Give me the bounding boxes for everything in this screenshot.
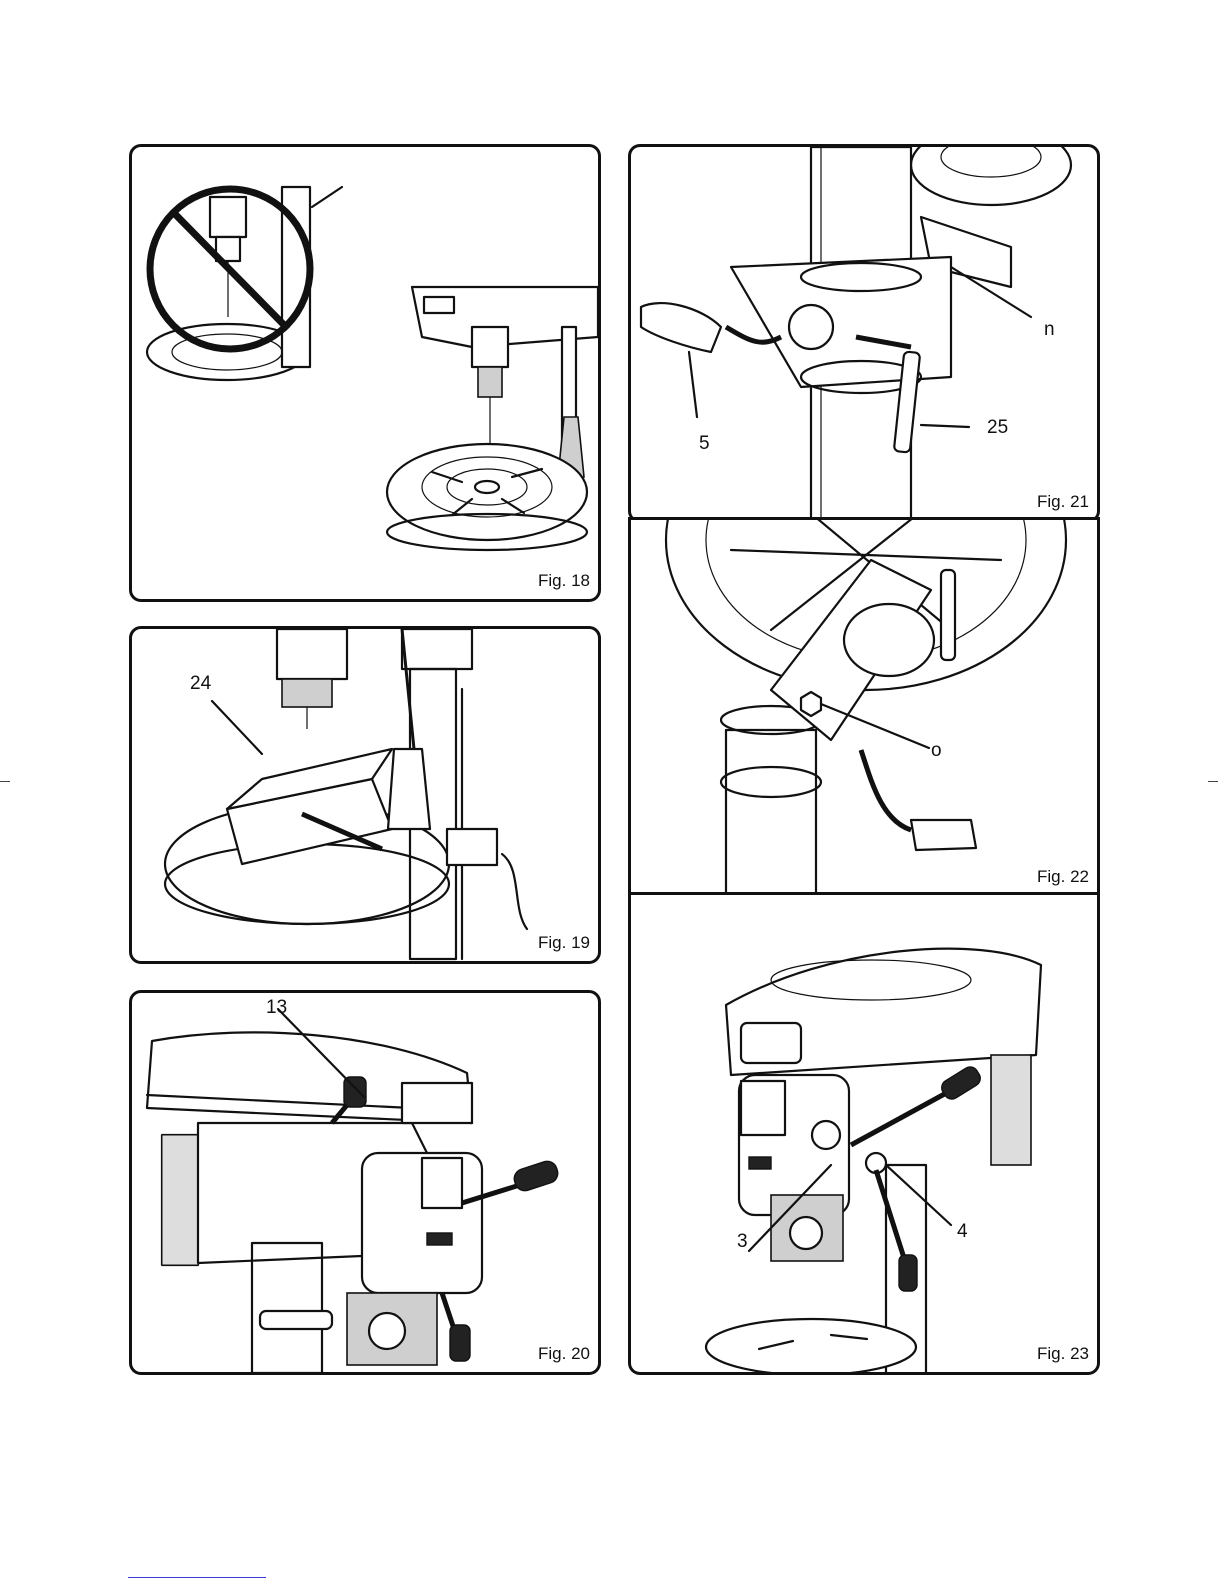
figure-22-illustration — [631, 520, 1097, 895]
figure-23-illustration — [631, 895, 1097, 1372]
figure-19-caption: Fig. 19 — [538, 933, 590, 953]
figure-22-callout-o: o — [931, 740, 942, 762]
figure-19-callout-24: 24 — [190, 673, 211, 695]
figure-19-panel: 24 Fig. 19 — [129, 626, 601, 964]
figure-18-panel: Fig. 18 — [129, 144, 601, 602]
figure-22-panel: o Fig. 22 — [628, 517, 1100, 898]
figure-21-caption: Fig. 21 — [1037, 492, 1089, 512]
figure-20-panel: 13 Fig. 20 — [129, 990, 601, 1375]
figure-23-panel: 3 4 Fig. 23 — [628, 892, 1100, 1375]
crop-mark-left — [0, 781, 10, 782]
figure-22-caption: Fig. 22 — [1037, 867, 1089, 887]
figure-20-caption: Fig. 20 — [538, 1344, 590, 1364]
figure-23-caption: Fig. 23 — [1037, 1344, 1089, 1364]
incorrect-drilling-inset — [142, 173, 350, 380]
footer-link-underline — [128, 1577, 266, 1578]
figure-20-illustration — [132, 993, 598, 1372]
correct-drilling-illustration — [387, 287, 598, 550]
figure-18-illustration — [132, 147, 598, 599]
figure-21-callout-n: n — [1044, 319, 1055, 341]
figure-18-caption: Fig. 18 — [538, 571, 590, 591]
figure-21-callout-5: 5 — [699, 433, 710, 455]
figure-20-callout-13: 13 — [266, 997, 287, 1019]
crop-mark-right — [1208, 781, 1218, 782]
figure-23-callout-3: 3 — [737, 1231, 748, 1253]
figure-23-callout-4: 4 — [957, 1221, 968, 1243]
figure-21-callout-25: 25 — [987, 417, 1008, 439]
figure-21-panel: n 5 25 Fig. 21 — [628, 144, 1100, 523]
figure-21-illustration — [631, 147, 1097, 520]
